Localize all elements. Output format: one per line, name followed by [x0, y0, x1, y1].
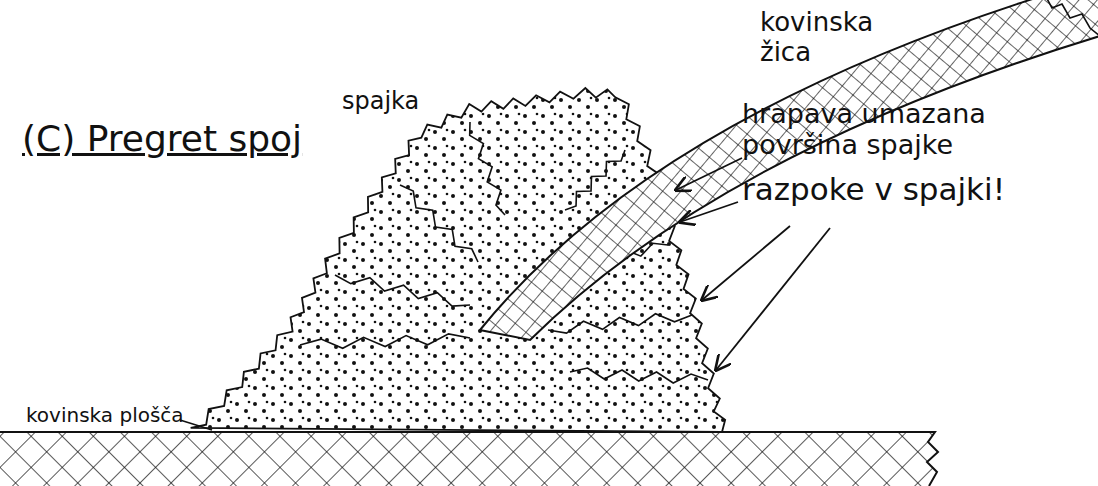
- solder-crack: [470, 122, 505, 215]
- solder-crack: [300, 334, 470, 348]
- leader-arrow: [680, 202, 738, 222]
- leader-arrow: [676, 158, 742, 190]
- wire-cut-end: [1045, 0, 1098, 36]
- defect-note: hrapava umazana površina spajke: [742, 98, 1072, 160]
- wire-ground: [480, 0, 1098, 340]
- metal-plate: [0, 432, 938, 486]
- leader-arrow: [716, 228, 830, 370]
- leader-arrow: [702, 226, 790, 300]
- part-label: kovinska žica: [760, 8, 890, 68]
- solder-crack: [548, 314, 692, 333]
- solder-crack: [570, 368, 708, 383]
- plate-outline: [0, 432, 938, 486]
- solder-crack: [335, 275, 470, 306]
- metal-wire: [480, 0, 1098, 340]
- part-label: kovinska plošča: [26, 404, 196, 427]
- part-label: spajka: [342, 88, 462, 116]
- title: (C) Pregret spoj: [22, 118, 322, 159]
- solder-crack: [400, 185, 478, 262]
- defect-note: razpoke v spajki!: [742, 172, 1072, 208]
- leader-line: [180, 420, 212, 430]
